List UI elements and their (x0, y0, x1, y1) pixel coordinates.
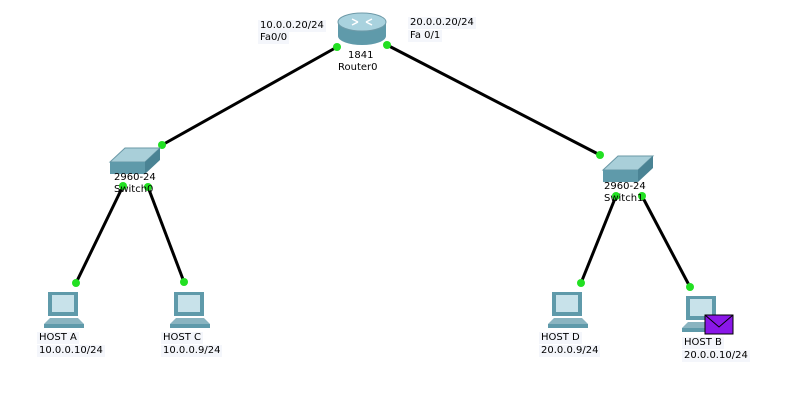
pc-icon[interactable] (170, 292, 210, 328)
port-light (638, 192, 646, 200)
port-light (119, 182, 127, 190)
switch0-model: 2960-24 (114, 172, 156, 183)
switch1-name: Switch1 (604, 193, 644, 204)
host-b-name: HOST B (682, 337, 724, 349)
router-right-ip: 20.0.0.20/24 (408, 17, 476, 29)
link-switch0-hostc[interactable] (146, 186, 186, 283)
router-left-ip: 10.0.0.20/24 (258, 20, 326, 32)
host-c-name: HOST C (161, 332, 204, 344)
port-light (383, 41, 391, 49)
port-light (158, 141, 166, 149)
switch-icon[interactable] (108, 147, 162, 174)
switch0-name: Switch0 (114, 184, 154, 195)
port-light (577, 279, 585, 287)
envelope-icon[interactable] (704, 314, 734, 335)
switch-icon[interactable] (601, 155, 655, 182)
port-light (180, 278, 188, 286)
pc-icon[interactable] (44, 292, 84, 328)
link-switch1-hostb[interactable] (640, 195, 692, 288)
link-switch1-hostd[interactable] (579, 195, 618, 284)
link-router-switch0[interactable] (161, 45, 338, 147)
router-left-if: Fa0/0 (258, 32, 290, 44)
host-a-name: HOST A (37, 332, 79, 344)
link-router-switch1[interactable] (386, 43, 601, 157)
port-light (596, 151, 604, 159)
port-light (144, 183, 152, 191)
pc-icon[interactable] (548, 292, 588, 328)
router-model: 1841 (348, 50, 374, 61)
switch1-model: 2960-24 (604, 181, 646, 192)
host-d-name: HOST D (539, 332, 582, 344)
host-b-ip: 20.0.0.10/24 (682, 350, 750, 362)
host-d-ip: 20.0.0.9/24 (539, 345, 601, 357)
router-icon[interactable] (337, 12, 387, 45)
port-light (333, 43, 341, 51)
port-light (612, 192, 620, 200)
router-name: Router0 (338, 62, 378, 73)
port-light (686, 283, 694, 291)
host-c-ip: 10.0.0.9/24 (161, 345, 223, 357)
port-light (72, 279, 80, 287)
router-right-if: Fa 0/1 (408, 30, 443, 42)
host-a-ip: 10.0.0.10/24 (37, 345, 105, 357)
link-switch0-hosta[interactable] (74, 185, 125, 284)
